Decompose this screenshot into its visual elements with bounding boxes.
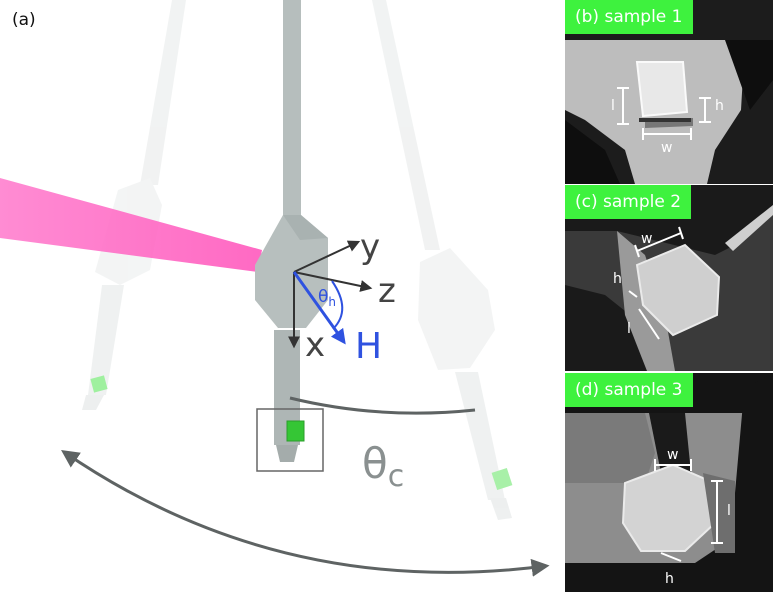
sem-panel-sample-1: l h w (b) sample 1	[565, 0, 773, 184]
panel-b-title: (b) sample 1	[565, 0, 693, 34]
dim-h-sample-2: h	[613, 271, 622, 287]
sem-image-sample-2: w h l	[565, 185, 773, 371]
dim-w-sample-3: w	[667, 447, 678, 463]
dim-l-sample-3: l	[727, 503, 731, 519]
theta-c-label: θc	[362, 439, 404, 494]
dim-w-sample-2: w	[641, 231, 652, 247]
laser-beam	[0, 178, 262, 272]
cantilever-center	[255, 0, 328, 462]
cantilever-right-ghost	[372, 0, 512, 520]
sem-panel-sample-3: w l h (d) sample 3	[565, 373, 773, 592]
field-label: H	[355, 326, 382, 367]
rotation-arc-upper	[289, 396, 476, 415]
axis-y-label: y	[360, 227, 380, 267]
axis-z-label: z	[378, 271, 396, 311]
panel-a-label: (a)	[12, 10, 36, 30]
sample-center	[286, 420, 305, 442]
sem-image-sample-3: w l h	[565, 373, 773, 592]
rotation-arc-lower	[61, 449, 550, 577]
dim-h-sample-3: h	[665, 571, 674, 587]
dim-l-sample-1: l	[611, 98, 615, 114]
theta-h-arc	[331, 280, 344, 330]
axis-y-arrow	[293, 240, 361, 273]
axis-z-arrow	[293, 271, 373, 292]
panel-d-title: (d) sample 3	[565, 373, 693, 407]
panel-c-title: (c) sample 2	[565, 185, 692, 219]
sample-left-ghost	[90, 375, 108, 393]
axis-x-label: x	[305, 325, 325, 365]
dim-h-sample-1: h	[715, 98, 724, 114]
theta-h-label: θh	[318, 287, 336, 309]
sem-panel-sample-2: w h l (c) sample 2	[565, 185, 773, 371]
dim-w-sample-1: w	[661, 140, 672, 156]
field-arrow	[292, 271, 346, 345]
dim-l-sample-2: l	[627, 321, 631, 337]
